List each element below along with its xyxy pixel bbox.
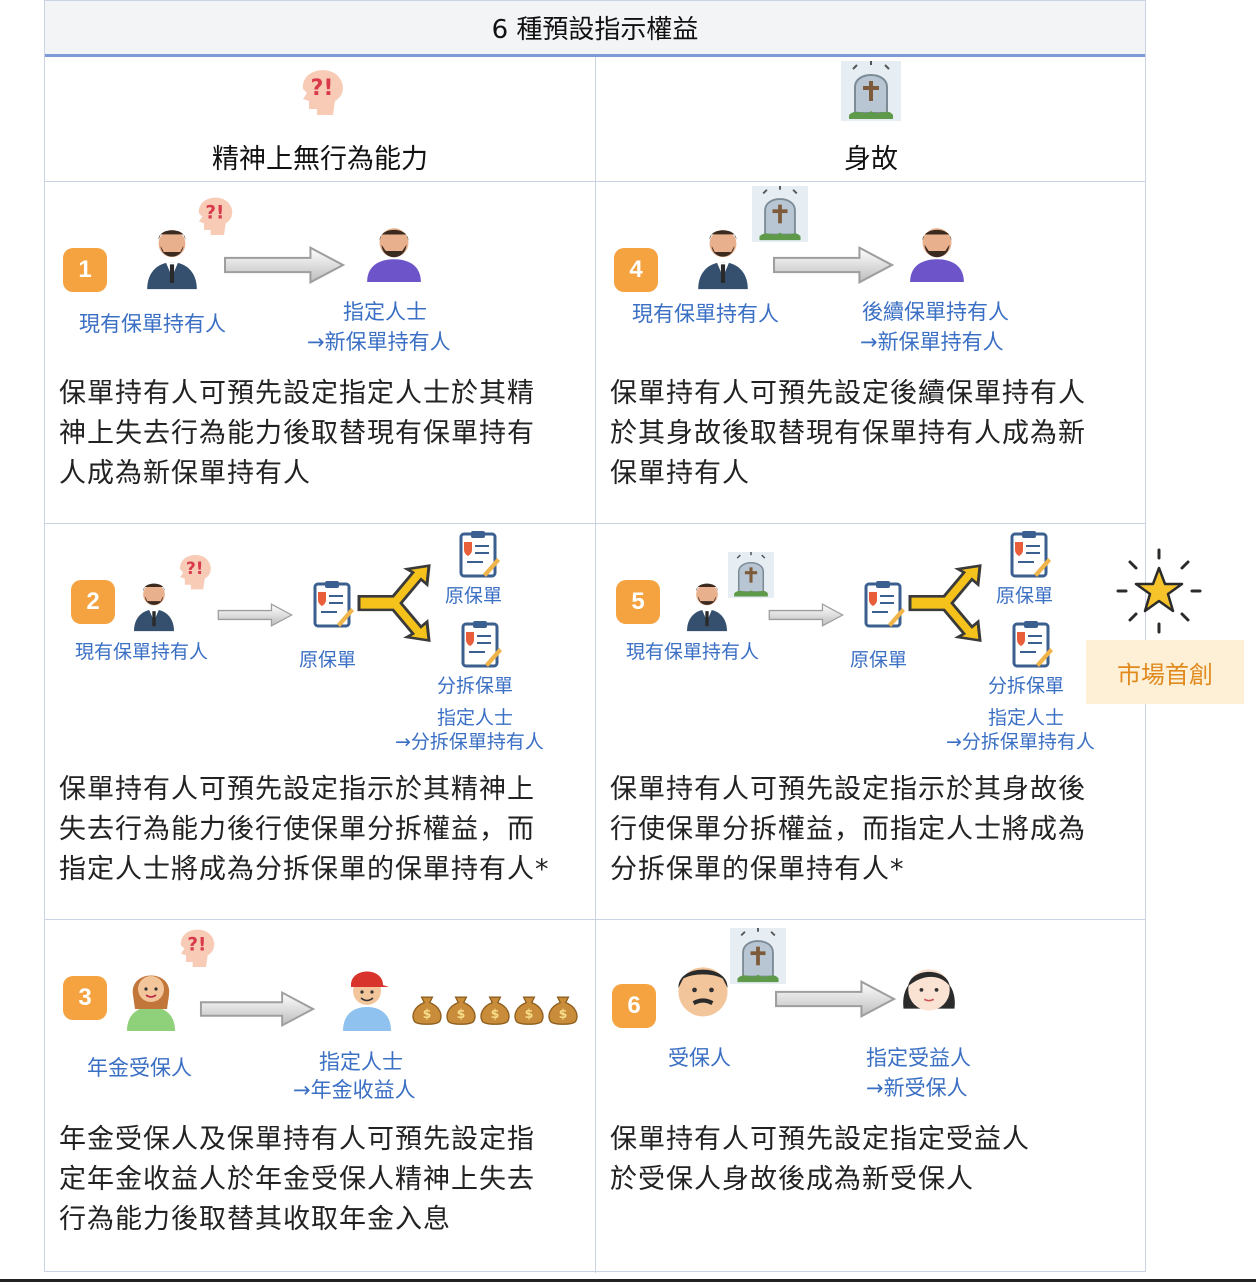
- to-label-line2: →新保單持有人: [307, 330, 451, 354]
- cell-3: 3 年金受保人 指定人士 →年金收益人 年金受保人及保單持有人可預先設定指定年金…: [45, 920, 595, 1272]
- original-policy-icon: [1004, 530, 1054, 580]
- cell-description: 保單持有人可預先設定指示於其身故後行使保單分拆權益，而指定人士將成為分拆保單的保…: [610, 774, 1086, 885]
- split-arrow-icon: [908, 564, 988, 644]
- thinking-head-icon: [189, 190, 239, 240]
- gravestone-icon: [841, 61, 901, 121]
- step-number-badge: 2: [71, 580, 115, 624]
- thinking-head-icon: [171, 922, 221, 972]
- cell-1: 1 現有保單持有人 指定人士 →新保單持有人 保單持有人可預先設定指定人士於其精…: [45, 182, 595, 523]
- split-policy-icon: [1006, 620, 1056, 670]
- to-label-line2: →新保單持有人: [860, 330, 1004, 354]
- to-label-line2: →分拆保單持有人: [395, 731, 544, 753]
- cell-5: 5 現有保單持有人 原保單 原保單 分拆保單 指定人士 →分拆保單持有人 保單持…: [596, 524, 1146, 919]
- policy-holder-man-icon: [692, 216, 754, 290]
- arrow-right-icon: [223, 244, 345, 286]
- money-bag-icon: [511, 990, 547, 1026]
- successor-holder-icon: [906, 220, 968, 282]
- thinking-head-icon: [291, 61, 351, 121]
- designated-person-icon: [363, 220, 425, 282]
- cell-description: 保單持有人可預先設定指示於其精神上失去行為能力後行使保單分拆權益，而指定人士將成…: [59, 774, 550, 885]
- step-number-badge: 4: [614, 248, 658, 292]
- from-label: 年金受保人: [87, 1056, 192, 1080]
- insured-man-icon: [670, 956, 736, 1022]
- split-policy-icon: [455, 620, 505, 670]
- step-number-badge: 3: [63, 976, 107, 1020]
- to-label-line1: 指定人士: [988, 707, 1065, 729]
- money-bag-icon: [409, 990, 445, 1026]
- step-number-badge: 1: [63, 248, 107, 292]
- from-label: 受保人: [668, 1046, 731, 1070]
- arrow-right-icon: [199, 988, 315, 1030]
- step-number-badge: 6: [612, 984, 656, 1028]
- original-policy-icon: [858, 580, 908, 630]
- row-divider: [45, 181, 1145, 182]
- arrow-right-icon: [772, 244, 894, 286]
- from-label: 現有保單持有人: [79, 312, 226, 336]
- from-label: 現有保單持有人: [626, 641, 760, 663]
- money-bag-icon: [477, 990, 513, 1026]
- money-bag-icon: [443, 990, 479, 1026]
- arrow-right-icon: [217, 596, 293, 634]
- row-divider: [45, 919, 1145, 920]
- cell-description: 保單持有人可預先設定指定受益人於受保人身故後成為新受保人: [610, 1124, 1030, 1195]
- thinking-head-icon: [171, 548, 217, 594]
- to-label-line2: →年金收益人: [293, 1078, 416, 1102]
- rights-table: 6 種預設指示權益 精神上無行為能力 身故 1 現有保單持有人 指定人士 →新保…: [44, 0, 1146, 1273]
- from-label: 現有保單持有人: [632, 302, 779, 326]
- annuity-beneficiary-icon: [337, 960, 397, 1032]
- market-first-badge: 市場首創: [1086, 640, 1244, 704]
- header-death: 身故: [844, 144, 898, 175]
- original-policy-label: 原保單: [996, 585, 1054, 607]
- to-label-line1: 後續保單持有人: [862, 300, 1009, 324]
- original-policy-label: 原保單: [850, 649, 908, 671]
- to-label-line1: 指定人士: [437, 707, 514, 729]
- gravestone-icon: [728, 552, 774, 598]
- cell-4: 4 現有保單持有人 後續保單持有人 →新保單持有人 保單持有人可預先設定後續保單…: [596, 182, 1146, 523]
- cell-description: 年金受保人及保單持有人可預先設定指定年金收益人於年金受保人精神上失去行為能力後取…: [59, 1124, 535, 1235]
- original-policy-label: 原保單: [445, 585, 503, 607]
- money-bag-icon: [545, 990, 581, 1026]
- original-policy-label: 原保單: [299, 649, 357, 671]
- cell-description: 保單持有人可預先設定後續保單持有人於其身故後取替現有保單持有人成為新保單持有人: [610, 378, 1086, 489]
- original-policy-icon: [453, 530, 503, 580]
- cell-6: 6 受保人 指定受益人 →新受保人 保單持有人可預先設定指定受益人於受保人身故後…: [596, 920, 1146, 1272]
- original-policy-icon: [307, 580, 357, 630]
- to-label-line1: 指定人士: [319, 1050, 403, 1074]
- row-divider: [45, 523, 1145, 524]
- to-label-line2: →分拆保單持有人: [946, 731, 1095, 753]
- star-icon: [1116, 548, 1202, 634]
- arrow-right-icon: [768, 596, 844, 634]
- split-arrow-icon: [357, 564, 437, 644]
- policy-holder-man-icon: [682, 572, 732, 632]
- bottom-border: [0, 1279, 1256, 1282]
- split-policy-label: 分拆保單: [988, 675, 1065, 697]
- from-label: 現有保單持有人: [75, 641, 209, 663]
- header-mental-incapacity: 精神上無行為能力: [212, 144, 428, 175]
- cell-2: 2 現有保單持有人 原保單 原保單 分拆保單 指定人士 →分拆保單持有人 保單持…: [45, 524, 595, 919]
- arrow-right-icon: [774, 978, 896, 1020]
- gravestone-icon: [752, 186, 808, 242]
- split-policy-label: 分拆保單: [437, 675, 514, 697]
- to-label-line2: →新受保人: [866, 1076, 968, 1100]
- table-title: 6 種預設指示權益: [45, 1, 1145, 57]
- column-divider: [595, 57, 596, 1273]
- to-label-line1: 指定受益人: [866, 1046, 971, 1070]
- to-label-line1: 指定人士: [343, 300, 427, 324]
- beneficiary-woman-icon: [896, 954, 962, 1020]
- cell-description: 保單持有人可預先設定指定人士於其精神上失去行為能力後取替現有保單持有人成為新保單…: [59, 378, 535, 489]
- step-number-badge: 5: [616, 580, 660, 624]
- gravestone-icon: [730, 928, 786, 984]
